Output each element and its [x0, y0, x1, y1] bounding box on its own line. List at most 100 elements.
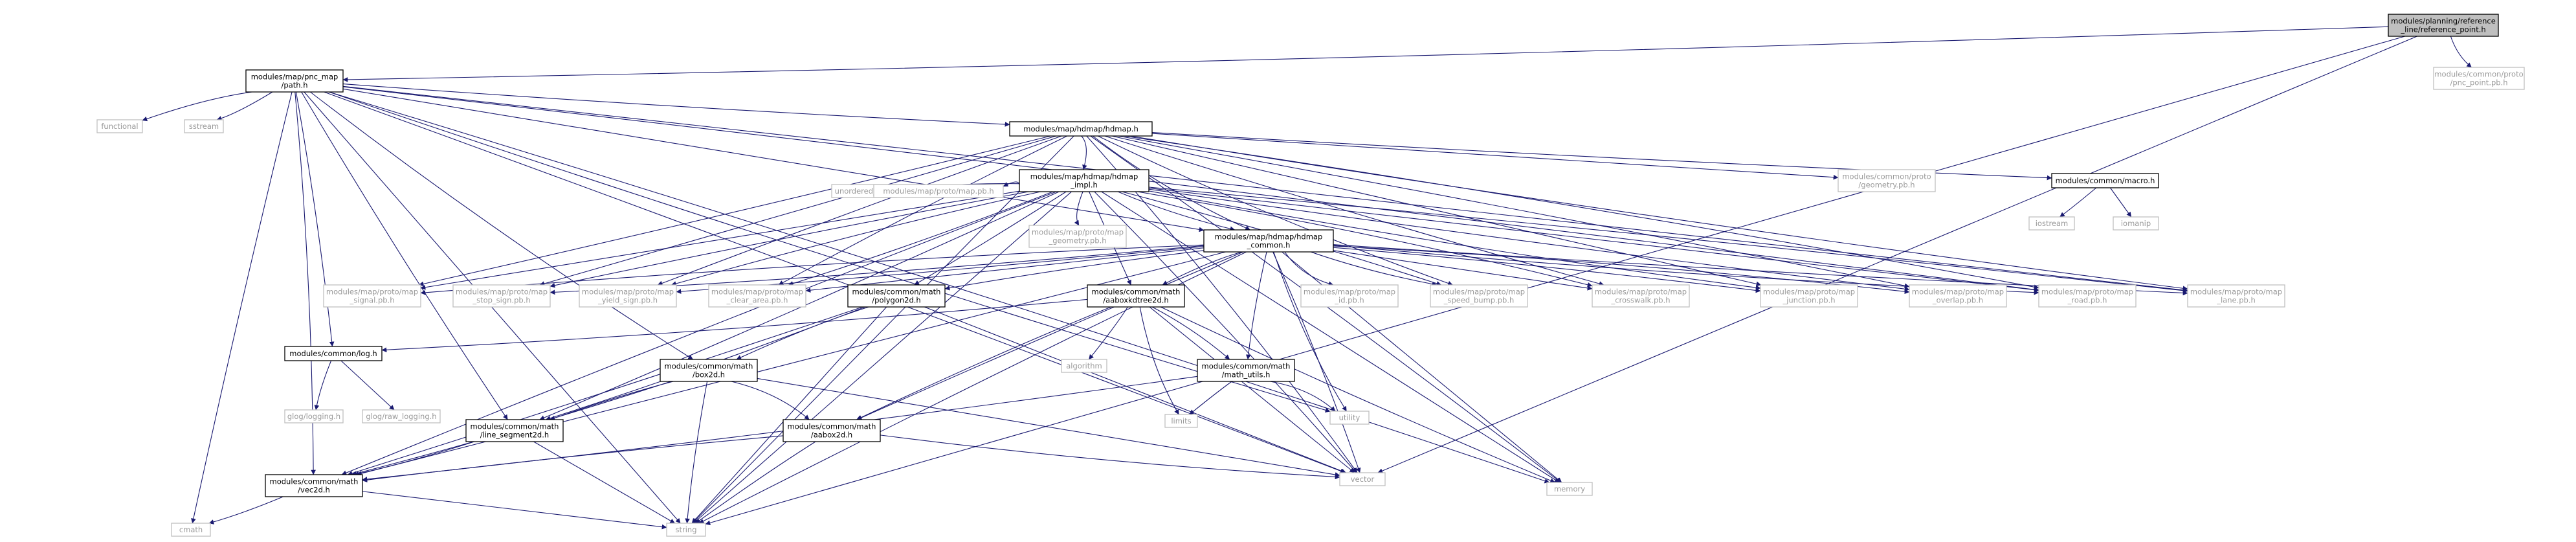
edge-hdmap_h-to-signal — [418, 135, 1051, 287]
node-box-iomanip — [2113, 216, 2159, 231]
node-macro[interactable]: modules/common/macro.h — [2051, 173, 2159, 188]
node-pnc_path[interactable]: modules/map/pnc_map/path.h — [245, 69, 344, 93]
edge-pnc_path-to-hdmap_common — [342, 88, 1205, 232]
node-box-limits — [1164, 414, 1198, 428]
edge-aabox2d-to-vector — [880, 435, 1340, 480]
node-geometry_top: modules/common/proto/geometry.pb.h — [1838, 169, 1936, 192]
node-layer: modules/planning/reference_line/referenc… — [96, 14, 2525, 537]
node-label-overlap-0: modules/map/proto/map — [1912, 288, 2004, 297]
edge-hdmap_h-to-yield_sign — [657, 135, 1062, 286]
edge-pnc_path-to-lane — [342, 85, 2188, 293]
edge-pnc_path-to-functional — [142, 91, 252, 122]
node-label-root-0: modules/planning/reference — [2391, 17, 2496, 26]
node-label-map_id-0: modules/map/proto/map — [1304, 288, 1395, 297]
edge-aabox2d-to-string — [695, 441, 816, 524]
node-label-map_geometry-1: _geometry.pb.h — [1048, 236, 1106, 245]
node-label-memory-0: memory — [1554, 484, 1585, 493]
edge-hdmap_impl-to-stop_sign — [550, 191, 1029, 288]
edge-hdmap_impl-to-hdmap_common — [1117, 191, 1236, 232]
edge-polygon2d-to-box2d — [736, 306, 869, 360]
edge-hdmap_impl-to-string — [693, 191, 1072, 524]
node-polygon2d[interactable]: modules/common/math/polygon2d.h — [847, 284, 946, 308]
node-hdmap_impl[interactable]: modules/map/hdmap/hdmap_impl.h — [1019, 169, 1149, 192]
node-box-road — [2038, 284, 2137, 308]
node-root[interactable]: modules/planning/reference_line/referenc… — [2388, 14, 2499, 37]
node-label-aaboxkdtree-1: /aaboxkdtree2d.h — [1103, 296, 1168, 305]
node-box-math_utils — [1197, 359, 1295, 382]
node-label-yield_sign-1: _yield_sign.pb.h — [597, 296, 658, 305]
node-aaboxkdtree[interactable]: modules/common/math/aaboxkdtree2d.h — [1087, 284, 1185, 308]
node-label-log-0: modules/common/log.h — [289, 349, 377, 358]
node-label-math_utils-0: modules/common/math — [1202, 362, 1291, 371]
edge-hdmap_h-to-junction — [1111, 135, 1762, 287]
node-label-lane-1: _lane.pb.h — [2216, 296, 2256, 305]
edge-pnc_path-to-road — [342, 86, 2039, 292]
node-box-sstream — [184, 119, 224, 133]
node-math_utils[interactable]: modules/common/math/math_utils.h — [1197, 359, 1295, 382]
node-label-vector-0: vector — [1351, 475, 1375, 484]
node-label-limits-0: limits — [1171, 416, 1191, 425]
node-box-map_pb — [873, 184, 1004, 198]
node-label-macro-0: modules/common/macro.h — [2056, 176, 2155, 185]
edge-hdmap_common-to-polygon2d — [944, 250, 1205, 291]
edge-polygon2d-to-vector — [924, 306, 1346, 473]
node-cmath: cmath — [171, 523, 211, 537]
node-glog_raw: glog/raw_logging.h — [362, 409, 441, 423]
node-hdmap_common[interactable]: modules/map/hdmap/hdmap_common.h — [1203, 229, 1334, 253]
edge-root-to-pnc_point — [2450, 36, 2472, 68]
edge-hdmap_impl-to-vec2d — [341, 191, 1057, 475]
node-box2d[interactable]: modules/common/math/box2d.h — [660, 359, 758, 382]
node-label-road-1: _road.pb.h — [2067, 296, 2107, 305]
edge-hdmap_h-to-stop_sign — [539, 135, 1056, 286]
node-label-cmath-0: cmath — [179, 525, 203, 534]
node-label-clear_area-0: modules/map/proto/map — [711, 288, 803, 297]
edge-polygon2d-to-vec2d — [347, 306, 863, 476]
node-aabox2d[interactable]: modules/common/math/aabox2d.h — [783, 419, 881, 442]
node-label-hdmap_h-0: modules/map/hdmap/hdmap.h — [1023, 124, 1138, 133]
node-label-polygon2d-0: modules/common/math — [852, 288, 941, 297]
edge-polygon2d-to-string — [691, 306, 887, 524]
node-line_segment[interactable]: modules/common/math/line_segment2d.h — [465, 419, 564, 442]
node-box-speed_bump — [1430, 284, 1528, 308]
edge-macro-to-iostream — [2060, 187, 2097, 218]
node-label-map_pb-0: modules/map/proto/map.pb.h — [883, 186, 994, 196]
node-box-hdmap_impl — [1019, 169, 1149, 192]
node-box-hdmap_h — [1009, 121, 1153, 137]
node-label-geometry_top-0: modules/common/proto — [1842, 172, 1931, 181]
node-map_geometry: modules/map/proto/map_geometry.pb.h — [1028, 225, 1127, 248]
edge-layer — [142, 26, 2472, 530]
node-label-stop_sign-1: _stop_sign.pb.h — [472, 296, 530, 305]
node-label-algorithm-0: algorithm — [1066, 361, 1102, 370]
edge-math_utils-to-limits — [1189, 381, 1232, 415]
edge-hdmap_h-to-lane — [1130, 135, 2188, 291]
node-label-yield_sign-0: modules/map/proto/map — [582, 288, 674, 297]
node-label-box2d-1: /box2d.h — [693, 370, 725, 379]
node-vec2d[interactable]: modules/common/math/vec2d.h — [265, 474, 363, 497]
node-map_pb: modules/map/proto/map.pb.h — [873, 184, 1004, 198]
edge-root-to-vector — [1377, 36, 2417, 473]
node-label-aaboxkdtree-0: modules/common/math — [1092, 288, 1181, 297]
edge-hdmap_common-to-speed_bump — [1310, 251, 1438, 287]
edge-hdmap_h-to-clear_area — [778, 135, 1067, 286]
node-box-map_geometry — [1028, 225, 1127, 248]
edge-aaboxkdtree-to-vector — [1149, 306, 1355, 473]
edge-hdmap_h-to-hdmap_impl — [1081, 135, 1087, 170]
edge-hdmap_impl-to-polygon2d — [914, 191, 1067, 286]
node-hdmap_h[interactable]: modules/map/hdmap/hdmap.h — [1009, 121, 1153, 137]
node-label-hdmap_impl-0: modules/map/hdmap/hdmap — [1030, 172, 1138, 181]
edge-line_segment-to-vec2d — [353, 441, 475, 477]
node-sstream: sstream — [184, 119, 224, 133]
node-box-vec2d — [265, 474, 363, 497]
edge-pnc_path-to-sstream — [216, 91, 273, 121]
edge-pnc_path-to-string — [304, 91, 681, 524]
node-box-hdmap_common — [1203, 229, 1334, 253]
node-yield_sign: modules/map/proto/map_yield_sign.pb.h — [579, 284, 677, 308]
node-box-aabox2d — [783, 419, 881, 442]
edge-pnc_path-to-hdmap_h — [342, 84, 1010, 127]
node-signal: modules/map/proto/map_signal.pb.h — [323, 284, 421, 308]
node-box-stop_sign — [452, 284, 551, 308]
edge-hdmap_h-to-hdmap_common — [1093, 135, 1250, 231]
node-box-lane — [2187, 284, 2285, 308]
node-box-string — [666, 523, 706, 537]
node-log[interactable]: modules/common/log.h — [284, 346, 383, 361]
